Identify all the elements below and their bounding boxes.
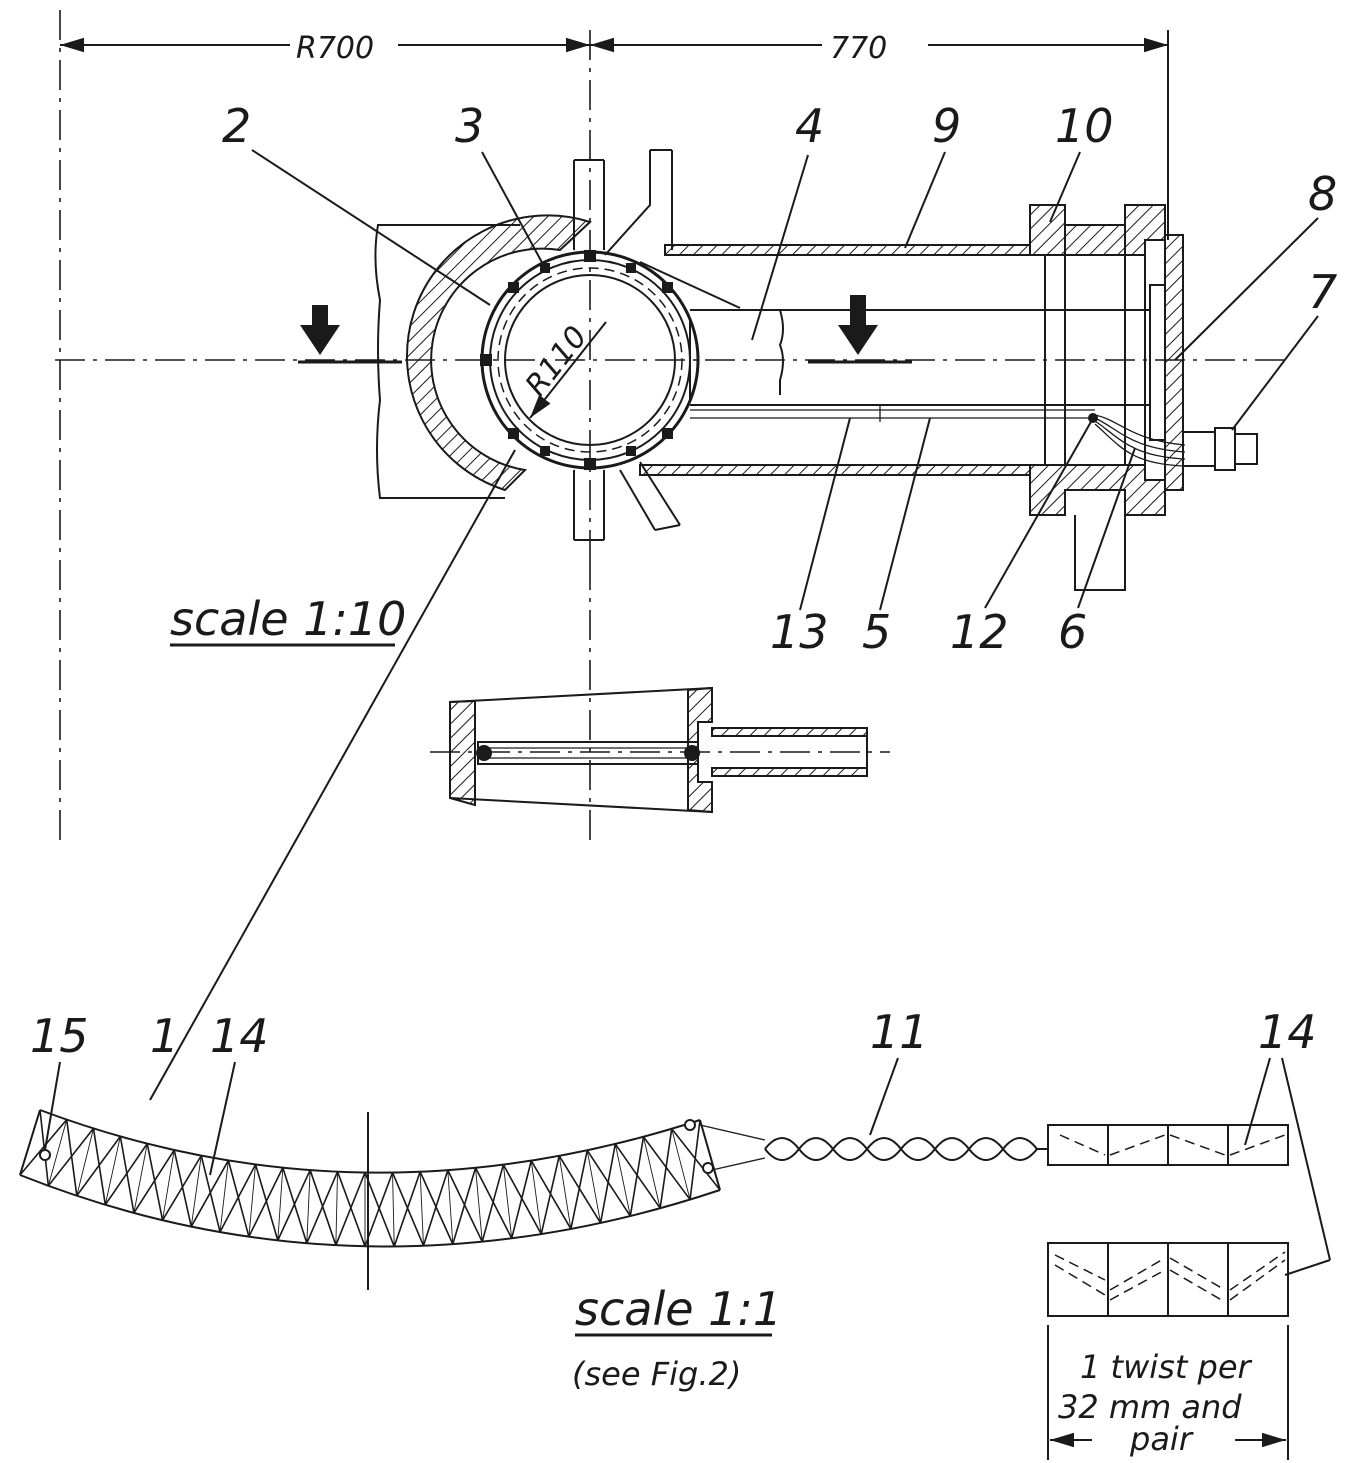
part-callouts-lower: 15 1 14 11 14 — [30, 1005, 1331, 1276]
callout-1: 1 — [150, 1009, 179, 1063]
coil-strand — [282, 1167, 308, 1244]
callout-13: 13 — [770, 605, 829, 659]
scale-lower-label: scale 1:1 — [575, 1282, 782, 1336]
coil-strand — [277, 1169, 311, 1241]
dimension-770: 770 — [590, 30, 1169, 240]
coil-strand — [39, 1109, 50, 1186]
coil-strand — [364, 1172, 395, 1247]
coil-segment-divider — [19, 1109, 41, 1176]
coil-strand — [309, 1169, 337, 1246]
coil-strand — [190, 1160, 230, 1227]
coil-segment-divider — [586, 1150, 601, 1223]
coil-strand — [47, 1127, 95, 1187]
coil-strand — [227, 1160, 250, 1237]
coil-strand — [570, 1150, 589, 1230]
callout-6: 6 — [1058, 605, 1087, 659]
coil-segment-divider — [643, 1136, 661, 1209]
callout-11: 11 — [870, 1005, 929, 1059]
lower-coil-view — [19, 1109, 1289, 1460]
coil-strand — [393, 1171, 421, 1247]
coil-segment-divider — [47, 1119, 68, 1186]
callout-7: 7 — [1308, 265, 1337, 319]
coil-strand — [146, 1143, 164, 1221]
coil-segment-divider — [306, 1170, 311, 1244]
coil-strand — [161, 1155, 202, 1221]
coil-strand — [219, 1164, 257, 1233]
coil-segment-divider — [392, 1172, 395, 1247]
twist-note-line2: 32 mm and — [1058, 1388, 1242, 1426]
coil-strand — [336, 1171, 366, 1247]
coil-strand — [119, 1136, 135, 1214]
scale-upper-label: scale 1:10 — [170, 592, 406, 646]
coil-segment-divider — [76, 1128, 94, 1196]
coil-strand — [452, 1167, 477, 1245]
coil-strand — [19, 1119, 68, 1176]
coil-segment-divider — [475, 1167, 483, 1242]
callout-15: 15 — [30, 1009, 89, 1063]
coil-strand — [254, 1164, 279, 1241]
callout-10: 10 — [1055, 99, 1114, 153]
coil-strand — [200, 1155, 221, 1233]
coil-strand — [76, 1135, 121, 1197]
coil-strand — [540, 1155, 560, 1235]
coil-strand — [629, 1136, 645, 1217]
callout-5: 5 — [862, 605, 891, 659]
coil-segment-divider — [502, 1164, 513, 1239]
coil-strand — [306, 1171, 339, 1244]
twist-note: 1 twist per 32 mm and pair — [1058, 1348, 1253, 1458]
coil-strand — [335, 1172, 366, 1246]
coil-segment-divider — [162, 1149, 175, 1221]
coil-strand — [248, 1167, 284, 1238]
callout-14-left: 14 — [210, 1009, 269, 1063]
coil-strand — [422, 1169, 449, 1246]
coil-segment-divider — [335, 1171, 338, 1246]
leader-part-1 — [149, 449, 516, 1101]
coil-strand — [391, 1172, 425, 1247]
coil-strand — [92, 1128, 107, 1205]
callout-9: 9 — [932, 99, 961, 153]
callout-12: 12 — [950, 605, 1009, 659]
coil-strand — [599, 1143, 617, 1224]
coil-strand — [510, 1160, 533, 1239]
dimension-r700: R700 — [60, 31, 590, 66]
coil-segment-divider — [133, 1143, 148, 1214]
coil-segment-divider — [248, 1164, 257, 1237]
coil-strand — [481, 1164, 505, 1242]
coil-segment-divider — [190, 1155, 202, 1227]
coil-segment-divider — [419, 1171, 424, 1246]
twist-note-line3: pair — [1129, 1420, 1194, 1458]
coil-strand — [364, 1172, 394, 1247]
coil-segment-divider — [671, 1128, 691, 1200]
coil-segment-divider — [614, 1143, 631, 1217]
dim-r110-label: R110 — [519, 320, 595, 403]
callout-4: 4 — [795, 99, 824, 153]
coil-strand — [133, 1149, 175, 1214]
coil-segment-divider — [104, 1136, 121, 1205]
callout-3: 3 — [455, 99, 484, 153]
callout-8: 8 — [1308, 167, 1337, 221]
coil-segment-divider — [447, 1170, 454, 1245]
scale-lower-note: (see Fig.2) — [572, 1355, 741, 1393]
coil-strand — [65, 1119, 78, 1196]
callout-14-right: 14 — [1258, 1005, 1317, 1059]
coil-strand — [104, 1143, 148, 1206]
dim-r700-label: R700 — [296, 31, 374, 66]
scale-lower: scale 1:1 (see Fig.2) — [572, 1282, 782, 1393]
tapered-sleeve-detail — [430, 560, 890, 840]
coil-strand — [173, 1149, 193, 1227]
coil-segment-divider — [530, 1160, 542, 1235]
coil-segment-divider — [219, 1160, 229, 1233]
scale-upper: scale 1:10 — [170, 592, 406, 647]
dim-770-label: 770 — [830, 31, 887, 66]
coil-segment-divider — [558, 1155, 572, 1230]
coil-strand — [689, 1119, 701, 1200]
callout-2: 2 — [222, 99, 251, 153]
coil-strand — [659, 1128, 673, 1209]
coil-segment-divider — [277, 1167, 284, 1241]
twist-note-line1: 1 twist per — [1080, 1348, 1253, 1386]
part-callouts-upper: 2 3 4 9 10 8 7 13 5 12 6 — [222, 99, 1337, 659]
